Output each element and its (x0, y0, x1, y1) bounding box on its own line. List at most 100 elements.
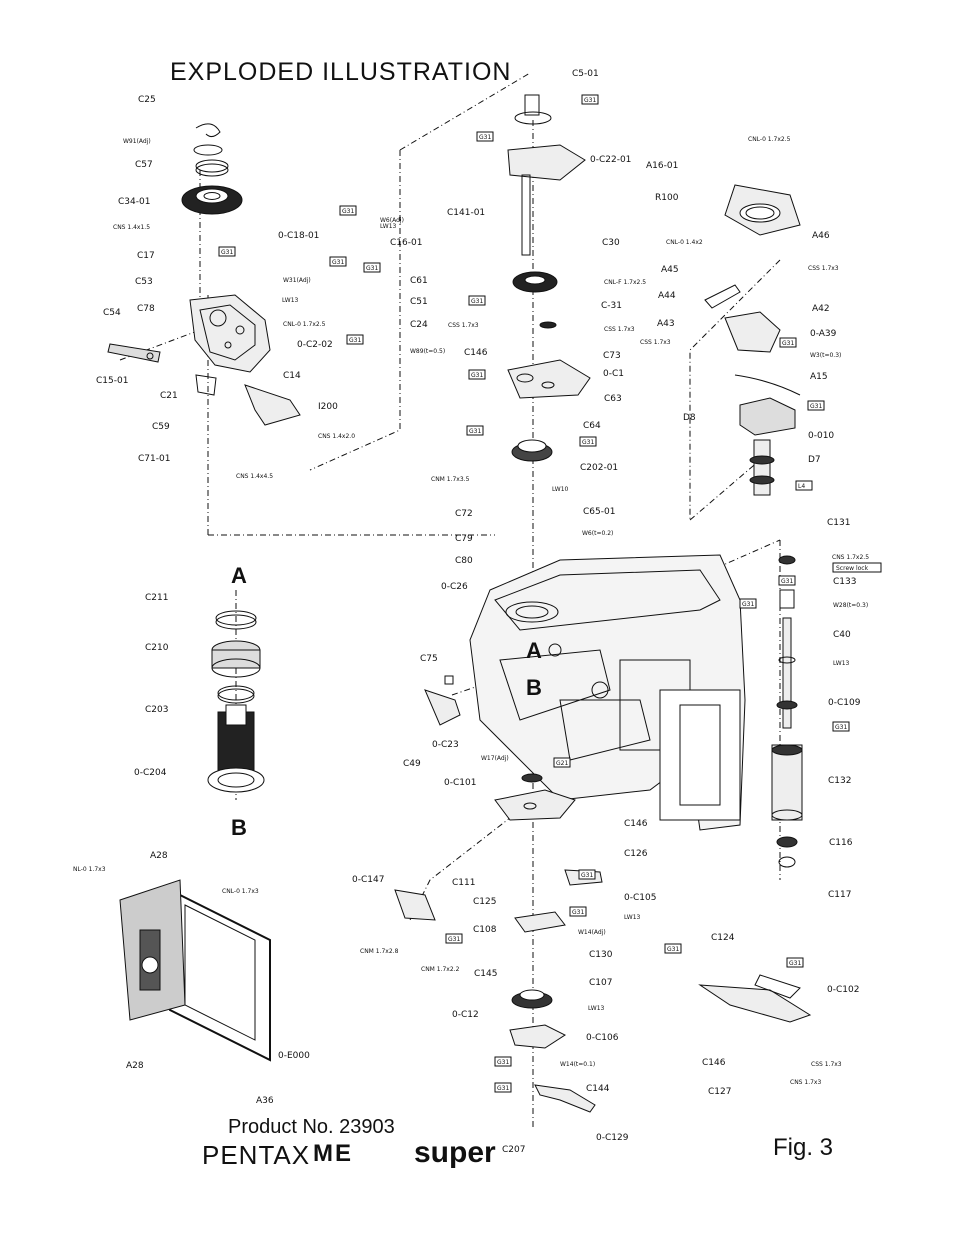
part-label: A28 (126, 1061, 144, 1071)
part-label: C78 (137, 304, 155, 314)
c211-ring (215, 610, 257, 626)
part-label: C64 (583, 421, 601, 431)
grease-tag-box (218, 246, 236, 257)
part-label: C65-01 (583, 507, 615, 517)
grease-tag: G31 (572, 909, 584, 916)
part-label: CNL-F 1.7x2.5 (604, 279, 646, 286)
assembly-line (309, 150, 401, 471)
part-label: 0-C147 (352, 875, 384, 885)
part-label: C51 (410, 297, 428, 307)
c109-shaft (782, 617, 792, 729)
part-label: 0-C101 (444, 778, 476, 788)
part-label: NL-0 1.7x3 (73, 866, 106, 873)
grease-tag: G31 (667, 946, 679, 953)
o10-block (739, 397, 796, 436)
grease-tag-box (581, 94, 599, 105)
part-label: W89(t=0.5) (410, 348, 445, 355)
part-label: 0-C23 (432, 740, 459, 750)
grease-tag-box (832, 721, 850, 732)
part-label: C127 (708, 1087, 731, 1097)
part-label: CNS 1.4x1.5 (113, 224, 150, 231)
grease-tag: G31 (835, 724, 847, 731)
part-label: C144 (586, 1084, 610, 1094)
part-label: C116 (829, 838, 853, 848)
part-label: 0-C109 (828, 698, 861, 708)
c147-lever (394, 889, 436, 921)
assembly-line (689, 259, 781, 520)
a39-mechanism (724, 311, 781, 353)
assembly-line (597, 539, 781, 621)
part-label: CSS 1.7x3 (604, 326, 635, 333)
part-label: C133 (833, 577, 856, 587)
grease-tag: G31 (479, 134, 491, 141)
c57-spring (195, 159, 229, 173)
c106-plate (509, 1024, 567, 1049)
w91-washer (193, 144, 223, 156)
c1-plate (507, 359, 591, 399)
grease-tag-box (553, 757, 571, 768)
part-label: LW13 (833, 660, 850, 667)
part-label: 0-C2-02 (297, 340, 333, 350)
c117-cap (778, 856, 796, 868)
model-logo: ME (313, 1140, 353, 1167)
part-label: W6(t=0.2) (582, 530, 613, 537)
c203-ring (217, 685, 255, 701)
product-number: Product No. 23903 (228, 1116, 395, 1138)
part-label: A43 (657, 319, 675, 329)
part-label: C79 (455, 534, 473, 544)
section-marker-b: B (231, 815, 247, 840)
part-label: C141-01 (447, 208, 485, 218)
top-cover-mechanism (189, 294, 271, 373)
part-label: C16-01 (390, 238, 422, 248)
c108-plate (514, 911, 566, 933)
part-label: C111 (452, 878, 475, 888)
grease-tag: G31 (810, 403, 822, 410)
grease-tag-box (329, 256, 347, 267)
part-label: C49 (403, 759, 421, 769)
part-label: CNL-0 1.7x2.5 (748, 136, 791, 143)
a15-spring (734, 374, 801, 396)
c31-washer (539, 321, 557, 329)
part-label: W14(t=0.1) (560, 1061, 595, 1068)
part-label: A28 (150, 851, 168, 861)
part-label: C108 (473, 925, 497, 935)
grease-tag-box (476, 131, 494, 142)
grease-tag-box (778, 575, 796, 586)
grease-tag: G31 (332, 259, 344, 266)
part-label: CNL-0 1.4x2 (666, 239, 703, 246)
part-label: CSS 1.7x3 (640, 339, 671, 346)
grease-tag: G31 (584, 97, 596, 104)
c102-plate (698, 984, 812, 1023)
assembly-line (689, 459, 761, 521)
page-title: EXPLODED ILLUSTRATION (170, 58, 512, 86)
grease-tag-box (494, 1056, 512, 1067)
grease-tag: G31 (469, 428, 481, 435)
part-label: C203 (145, 705, 168, 715)
c132-tube (771, 744, 803, 821)
part-label: C54 (103, 308, 121, 318)
part-label: CSS 1.7x3 (811, 1061, 842, 1068)
part-label: C15-01 (96, 376, 128, 386)
part-label: C-31 (601, 301, 622, 311)
part-label: A42 (812, 304, 830, 314)
part-label: LW13 (380, 223, 397, 230)
part-label: C72 (455, 509, 473, 519)
part-label: W3(t=0.3) (810, 352, 841, 359)
assembly-line (451, 664, 541, 696)
part-label: C21 (160, 391, 178, 401)
part-label: C131 (827, 518, 850, 528)
part-label: C207 (502, 1145, 525, 1155)
part-label: 0-010 (808, 431, 834, 441)
part-label: C30 (602, 238, 620, 248)
d7-shaft (753, 439, 771, 496)
a44-lever (704, 284, 741, 309)
part-label: C71-01 (138, 454, 170, 464)
c14-lever (244, 384, 301, 426)
grease-tag-box (579, 436, 597, 447)
part-label: CNS 1.4x2.0 (318, 433, 355, 440)
grease-tag: G31 (471, 298, 483, 305)
part-label: A36 (256, 1096, 274, 1106)
screw-lock-note: Screw lock (836, 565, 869, 572)
c133-spring (779, 589, 795, 609)
part-label: C146 (464, 348, 488, 358)
